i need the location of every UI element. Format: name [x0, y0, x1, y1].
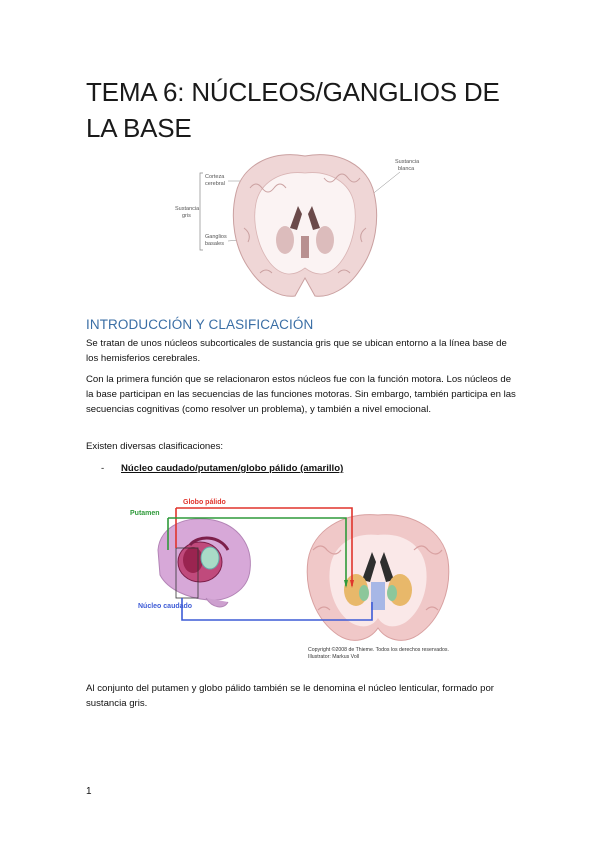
label-sgris-2: gris — [182, 213, 191, 219]
paragraph-2: Con la primera función que se relacionar… — [86, 374, 516, 415]
label-corteza-1: Corteza — [205, 174, 225, 180]
copyright-line-2: Illustrator: Markus Voll — [308, 654, 359, 660]
basal-ganglia-figure: Globo pálido Putamen Núcleo caudado Copy… — [130, 499, 450, 660]
closing-paragraph: Al conjunto del putamen y globo pálido t… — [86, 683, 494, 709]
section-heading: INTRODUCCIÓN Y CLASIFICACIÓN — [86, 317, 314, 332]
label-caudado: Núcleo caudado — [138, 603, 192, 610]
label-ganglios-2: basales — [205, 241, 224, 247]
label-ganglios-1: Ganglios — [205, 234, 227, 240]
paragraph-3: Existen diversas clasificaciones: — [86, 441, 224, 452]
page-title: TEMA 6: NÚCLEOS/GANGLIOS DE LA BASE — [86, 77, 500, 143]
label-globo: Globo pálido — [183, 499, 226, 506]
label-putamen: Putamen — [130, 510, 160, 517]
paragraph-1: Se tratan de unos núcleos subcorticales … — [86, 338, 507, 364]
label-corteza-2: cerebral — [205, 181, 225, 187]
brain-coronal-figure: Corteza cerebral Sustancia gris Ganglios… — [175, 154, 420, 297]
label-sblanca-2: blanca — [398, 166, 415, 172]
list-item: - Núcleo caudado/putamen/globo pálido (am… — [101, 463, 343, 474]
copyright-line-1: Copyright ©2008 de Thieme. Todos los der… — [308, 646, 449, 653]
label-sblanca-1: Sustancia — [395, 159, 420, 165]
list-bullet: - — [101, 463, 105, 474]
list-item-text: Núcleo caudado/putamen/globo pálido (ama… — [121, 463, 344, 474]
page-number: 1 — [86, 786, 92, 797]
label-sgris-1: Sustancia — [175, 206, 200, 212]
